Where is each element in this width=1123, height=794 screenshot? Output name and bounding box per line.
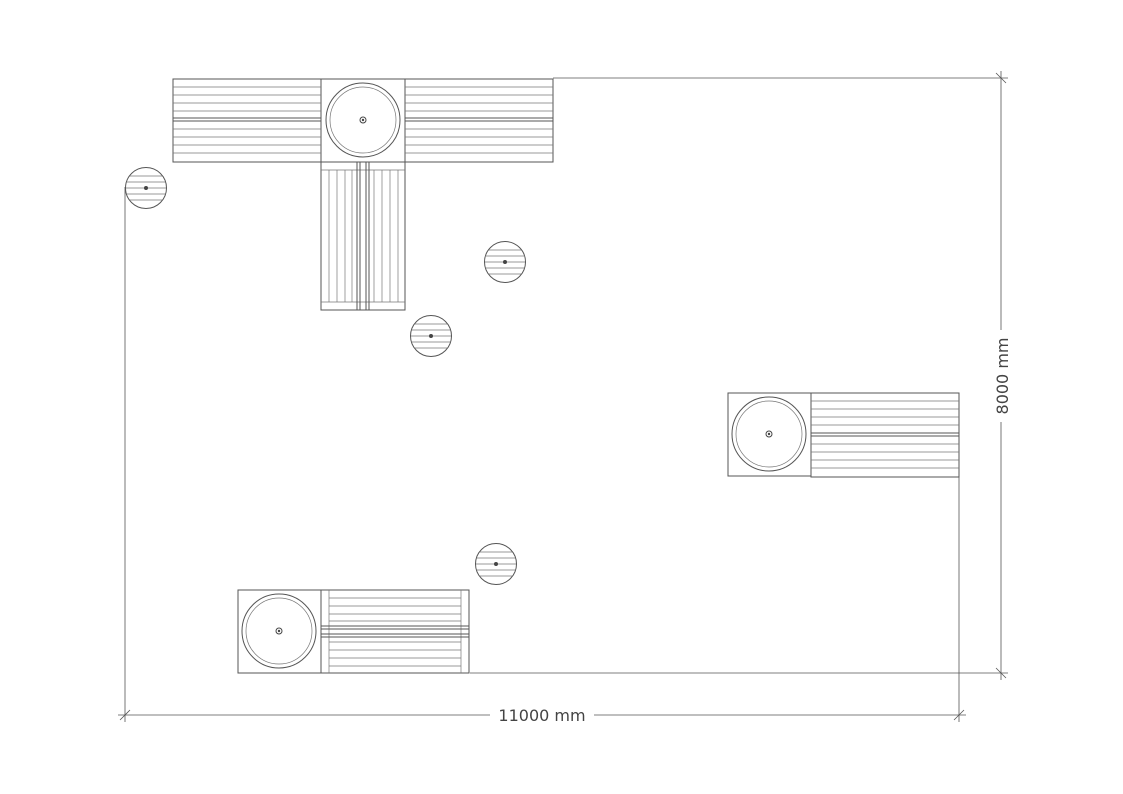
bench xyxy=(810,392,960,478)
dimension-lines xyxy=(118,71,1008,722)
planter-box xyxy=(237,589,322,674)
round-stool-2 xyxy=(484,241,526,283)
bench-right xyxy=(404,78,554,163)
bench xyxy=(320,589,470,674)
planter-bench-top xyxy=(172,78,554,311)
planter-box xyxy=(727,392,812,477)
planter-box xyxy=(320,78,406,163)
width-dimension-label: 11000 mm xyxy=(498,706,585,725)
height-dimension xyxy=(995,71,1007,680)
planter-bench-bottom xyxy=(237,589,470,674)
bench-left xyxy=(172,78,322,163)
width-dimension xyxy=(118,709,966,721)
height-dimension-label: 8000 mm xyxy=(993,338,1012,415)
round-stool-1 xyxy=(125,167,167,209)
round-stool-3 xyxy=(410,315,452,357)
bench-down xyxy=(320,161,406,311)
planter-bench-right xyxy=(727,392,960,478)
round-stool-4 xyxy=(475,543,517,585)
